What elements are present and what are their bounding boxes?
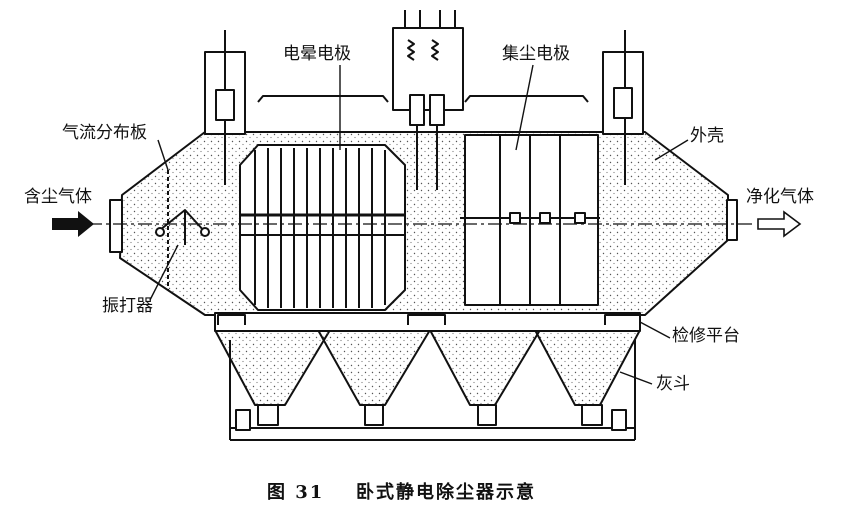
label-dusty-gas: 含尘气体 <box>24 187 92 207</box>
collecting-electrode-plates <box>460 134 600 306</box>
inlet-arrow <box>52 211 94 237</box>
ash-hopper-4 <box>534 329 641 406</box>
inlet-flange <box>109 199 123 253</box>
label-clean-gas: 净化气体 <box>746 187 814 207</box>
label-collecting-electrode: 集尘电极 <box>502 44 570 64</box>
insulator-housing <box>392 10 464 190</box>
ash-hopper-1 <box>214 329 331 406</box>
figure-number: 图 31 <box>267 482 325 503</box>
support-frame <box>229 340 636 441</box>
corona-electrode-frame <box>239 144 406 311</box>
rapper-mechanism <box>155 209 210 245</box>
ash-hopper-3 <box>429 329 541 406</box>
label-maintenance-platform: 检修平台 <box>672 326 740 346</box>
label-corona-electrode: 电晕电极 <box>283 44 351 64</box>
corona-brace <box>257 95 389 103</box>
figure-title: 卧式静电除尘器示意 <box>356 482 536 503</box>
maintenance-platform <box>217 314 641 325</box>
label-gas-distribution-plate: 气流分布板 <box>62 123 147 143</box>
left-support-tower <box>204 30 246 185</box>
right-support-tower <box>602 30 644 185</box>
casing-shell <box>119 131 729 406</box>
label-ash-hopper: 灰斗 <box>656 374 690 394</box>
label-casing: 外壳 <box>690 126 724 146</box>
outlet-arrow <box>757 210 802 238</box>
outlet-flange <box>726 199 738 241</box>
ash-hopper-2 <box>317 329 431 406</box>
label-rapper: 振打器 <box>102 296 153 316</box>
leader-lines <box>149 64 689 385</box>
